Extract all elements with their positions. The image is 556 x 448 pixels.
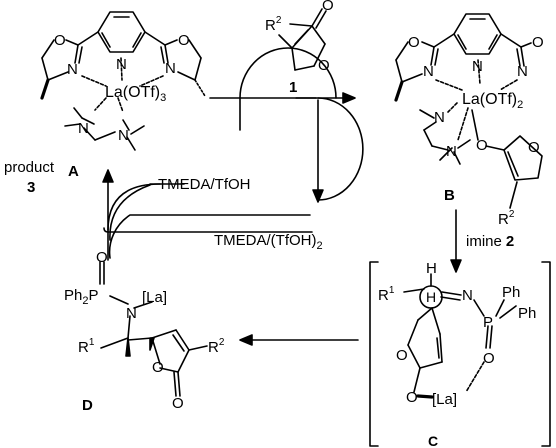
label-compound-1: 1: [289, 79, 297, 96]
r2-1-label: R2: [265, 15, 282, 34]
atom-o-c-phosphoryl: O: [483, 350, 495, 367]
label-tmeda-tfoh2: TMEDA/(TfOH)2: [214, 232, 323, 252]
intermediate-c-structure: [369, 261, 551, 447]
atom-n-a-right: N: [165, 60, 176, 77]
product-d-structure: [99, 261, 208, 397]
atom-o-1-carbonyl: O: [322, 0, 334, 14]
atom-o-1-ring: O: [318, 57, 330, 74]
atom-h-c-center: H: [426, 289, 436, 305]
atom-n-a-tmeda2: N: [118, 127, 129, 144]
label-tmeda-tfoh: TMEDA/TfOH: [158, 176, 251, 193]
reaction-arrows: [102, 47, 462, 346]
atom-n-b-tmeda2: N: [446, 143, 457, 160]
atom-n-a-tmeda1: N: [78, 120, 89, 137]
atom-o-c-enolate: O: [406, 389, 418, 406]
atom-n-b-right: N: [517, 63, 528, 80]
atom-o-a-right: O: [178, 32, 190, 49]
atom-o-a-left: O: [54, 32, 66, 49]
la-c-label: [La]: [432, 391, 457, 408]
ph-c-right: Ph: [518, 305, 536, 322]
label-c: C: [428, 433, 438, 448]
ph2p-d-label: Ph2P: [64, 287, 99, 307]
atom-o-d-phosphoryl: O: [96, 249, 108, 266]
atom-n-b-pyridine: N: [472, 58, 483, 75]
atom-o-b-right: O: [532, 34, 544, 51]
la-a-label: La(OTf)3: [105, 84, 166, 104]
butenolide-1-structure: [278, 8, 327, 71]
atom-o-b-enolate: O: [476, 137, 488, 154]
atom-o-c-ring: O: [396, 347, 408, 364]
atom-n-c: N: [462, 287, 473, 304]
la-d-label: [La]: [142, 289, 167, 306]
la-b-label: La(OTf)2: [462, 91, 523, 111]
atom-n-a-pyridine: N: [116, 56, 127, 73]
atom-o-b-furan: O: [528, 139, 540, 156]
r1-c-label: R1: [378, 285, 395, 304]
atom-p-c: P: [483, 314, 493, 331]
atom-n-d: N: [126, 305, 137, 322]
atom-o-d-ring: O: [152, 359, 164, 376]
atom-n-b-tmeda1: N: [434, 109, 445, 126]
label-product-number: 3: [27, 179, 35, 196]
r2-b-label: R2: [498, 209, 515, 228]
r2-d-label: R2: [208, 337, 225, 356]
r1-d-label: R1: [78, 337, 95, 356]
label-product: product: [4, 159, 55, 176]
label-d: D: [82, 397, 93, 414]
atom-n-b-left: N: [423, 63, 434, 80]
atom-n-a-left: N: [67, 61, 78, 78]
label-b: B: [444, 187, 455, 204]
complex-b-structure: [394, 13, 543, 209]
atom-h-c-top: H: [426, 260, 437, 277]
atom-o-d-carbonyl: O: [172, 395, 184, 412]
atom-o-b-left: O: [408, 34, 420, 51]
label-a: A: [68, 163, 79, 180]
ph-c-top: Ph: [502, 284, 520, 301]
complex-a-structure: [40, 11, 206, 151]
